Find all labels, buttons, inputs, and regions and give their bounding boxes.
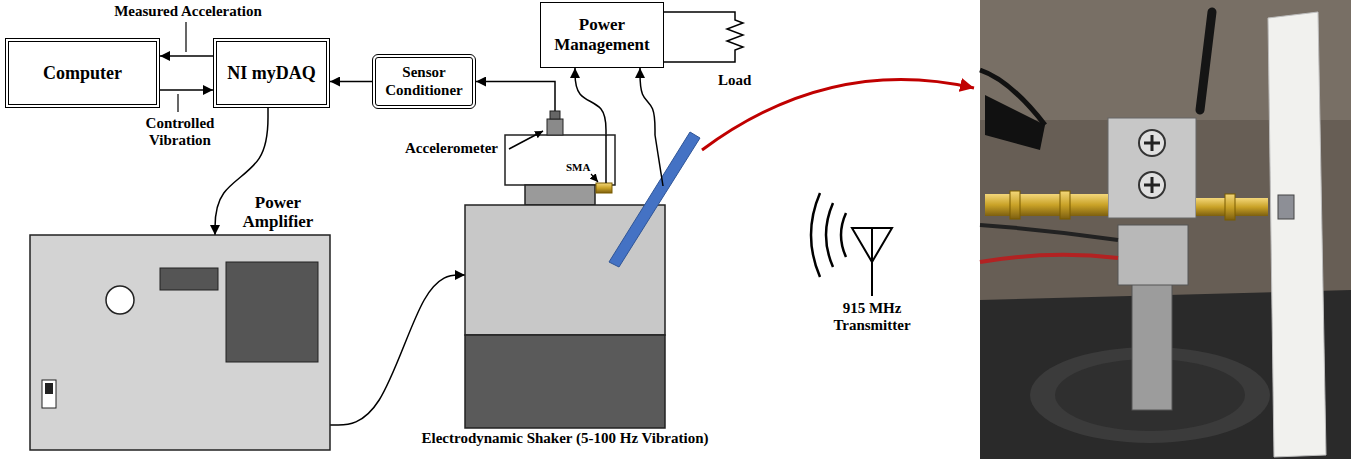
accelerometer-symbol-part: [547, 119, 563, 135]
connector-label: Controlled Vibration: [132, 115, 228, 150]
harvester-beam-part: [596, 183, 612, 193]
box-label: NI myDAQ: [227, 63, 316, 84]
power-amplifier-drawing: [30, 235, 330, 450]
photo-illustration-part: [1144, 135, 1160, 151]
photo-illustration-part: [1278, 195, 1294, 219]
photo-illustration-part: [1200, 12, 1212, 110]
electrodynamic-shaker: Electrodynamic Shaker (5-100 Hz Vibratio…: [465, 135, 665, 428]
connector-arrow: [476, 82, 555, 136]
photo-illustration-part: [980, 255, 1118, 262]
accelerometer-symbol: [547, 111, 563, 135]
resistor-symbol: [660, 12, 743, 62]
photo-illustration-part: [1139, 172, 1165, 198]
resistor-symbol-part: [660, 12, 743, 62]
photo-illustration-part: [985, 95, 1045, 150]
box-label: Sensor Conditioner: [382, 64, 466, 99]
photo-illustration-part: [1060, 191, 1070, 219]
annotation-label: Accelerometer: [405, 140, 509, 157]
daq-box: NI myDAQ: [213, 38, 330, 108]
harvester-beam: [596, 132, 700, 267]
leader-line-part: [509, 131, 543, 149]
connector-arrow: [330, 81, 372, 83]
computer-box: Computer: [5, 38, 160, 108]
box-label: Computer: [43, 63, 122, 84]
photo-illustration: [980, 0, 1351, 459]
antenna-symbol-part: [811, 193, 820, 277]
pointer-arrow: [702, 79, 974, 150]
power-amplifier-drawing-part: [226, 262, 318, 362]
annotation-label: SMA: [566, 161, 596, 174]
photo-illustration-part: [1108, 118, 1196, 218]
photo-illustration-part: [1118, 225, 1188, 285]
power-amplifier-drawing-part: [106, 286, 134, 314]
leader-line-part: [185, 22, 186, 52]
box-label: Power Management: [547, 15, 657, 54]
power-amplifier-drawing-part: [30, 235, 330, 450]
photo-illustration-part: [1139, 130, 1165, 156]
shaker-drawing-part: [525, 185, 595, 205]
annotation-label: 915 MHz Transmitter: [827, 300, 917, 335]
leader-line-part: [177, 94, 178, 112]
antenna-symbol-part: [826, 203, 833, 267]
connector-arrow: [160, 89, 213, 91]
leader-line: [178, 22, 598, 182]
photo-illustration-part: [1010, 191, 1020, 219]
photo-illustration-part: [1144, 177, 1160, 193]
photo-illustration-part: [980, 225, 1118, 240]
photo-illustration-part: [1268, 12, 1326, 457]
harvester-beam-part: [609, 132, 700, 267]
accelerometer-symbol-part: [550, 111, 560, 119]
power-amplifier-drawing-part: [160, 268, 218, 290]
device-heading: Power Amplifier: [236, 193, 320, 232]
antenna-symbol: [811, 193, 892, 296]
connector-arrow: [575, 68, 606, 135]
leader-line-part: [591, 174, 598, 182]
shaker-drawing-part: [465, 335, 665, 428]
photo-illustration-part: [980, 0, 1351, 459]
power-amplifier: Power Amplifier: [30, 235, 330, 450]
power-amplifier-drawing-part: [45, 383, 53, 394]
harvester-beam-part: [605, 135, 607, 183]
device-heading: Electrodynamic Shaker (5-100 Hz Vibratio…: [422, 430, 709, 447]
connector-arrow: [330, 275, 465, 425]
connector-label: Measured Acceleration: [86, 3, 290, 20]
shaker-drawing: [465, 135, 665, 428]
antenna-symbol-part: [852, 228, 892, 262]
annotation-label: Load: [718, 72, 768, 89]
photo-illustration-part: [985, 194, 1108, 216]
harvester-beam-part: [655, 135, 663, 186]
connector-arrow: [160, 55, 213, 57]
connector-arrow: [640, 68, 655, 135]
photo-illustration-part: [1225, 194, 1235, 220]
power-amplifier-drawing-part: [42, 380, 56, 408]
antenna-symbol-part: [841, 213, 846, 257]
power-management-box: Power Management: [540, 2, 664, 68]
conditioner-box: Sensor Conditioner: [372, 54, 476, 109]
